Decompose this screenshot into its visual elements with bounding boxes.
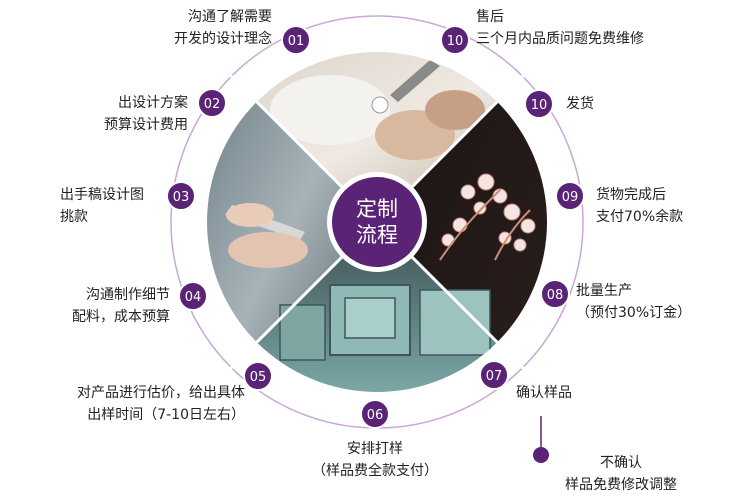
step-10-after-sales-line1: 售后	[476, 9, 504, 25]
center-title-line2: 流程	[356, 223, 398, 247]
svg-text:10: 10	[531, 98, 548, 113]
step-06-label: 安排打样 （样品费全款支付）	[290, 438, 460, 482]
step-09-label: 货物完成后 支付70%余款	[596, 184, 736, 228]
step-03-label: 出手稿设计图 挑款	[60, 184, 170, 228]
step-badge-10-ship: 10	[524, 89, 554, 119]
step-09-line2: 支付70%余款	[596, 209, 684, 225]
step-09-line1: 货物完成后	[596, 187, 666, 203]
step-04-line2: 配料，成本预算	[72, 309, 170, 325]
step-06-line2: （样品费全款支付）	[312, 463, 438, 479]
svg-text:09: 09	[562, 190, 579, 205]
svg-text:01: 01	[288, 34, 305, 49]
step-02-line2: 预算设计费用	[104, 117, 188, 133]
branch-line2: 样品免费修改调整	[565, 477, 677, 493]
step-badge-01: 01	[281, 25, 311, 55]
step-05-line1: 对产品进行估价，给出具体	[77, 385, 245, 401]
step-01-label: 沟通了解需要 开发的设计理念	[130, 6, 272, 50]
step-10-ship-line1: 发货	[566, 96, 594, 112]
step-05-label: 对产品进行估价，给出具体 出样时间（7-10日左右）	[10, 382, 245, 426]
branch-label: 不确认 样品免费修改调整	[526, 452, 716, 496]
step-08-line1: 批量生产	[576, 283, 632, 299]
step-badge-10-after-sales: 10	[440, 25, 470, 55]
step-05-line2: 出样时间（7-10日左右）	[87, 407, 245, 423]
step-badge-02: 02	[197, 88, 227, 118]
svg-text:05: 05	[250, 370, 267, 385]
svg-text:04: 04	[185, 290, 202, 305]
svg-text:08: 08	[547, 288, 564, 303]
step-badge-08: 08	[540, 279, 570, 309]
step-badge-04: 04	[178, 281, 208, 311]
step-10-after-sales-line2: 三个月内品质问题免费维修	[476, 31, 644, 47]
photo-collage	[207, 52, 547, 392]
svg-text:07: 07	[486, 369, 503, 384]
center-badge	[332, 177, 422, 267]
branch-dot	[533, 447, 549, 463]
step-02-line1: 出设计方案	[118, 95, 188, 111]
svg-text:10: 10	[447, 34, 464, 49]
svg-text:02: 02	[204, 97, 221, 112]
step-08-line2: （预付30%订金）	[576, 305, 692, 321]
step-07-line1: 确认样品	[516, 385, 572, 401]
engraving-tool-photo	[207, 52, 377, 392]
step-07-label: 确认样品	[516, 382, 626, 404]
step-03-line1: 出手稿设计图	[60, 187, 144, 203]
step-04-line1: 沟通制作细节	[86, 287, 170, 303]
step-06-line1: 安排打样	[347, 441, 403, 457]
center-title-line1: 定制	[356, 197, 398, 221]
step-10-ship-label: 发货	[566, 93, 646, 115]
step-badge-07: 07	[479, 360, 509, 390]
step-04-label: 沟通制作细节 配料，成本预算	[40, 284, 170, 328]
step-01-line2: 开发的设计理念	[174, 31, 272, 47]
step-03-line2: 挑款	[60, 209, 88, 225]
svg-text:03: 03	[173, 190, 190, 205]
step-badge-05: 05	[243, 361, 273, 391]
branch-line1: 不确认	[600, 455, 642, 471]
step-badge-09: 09	[555, 181, 585, 211]
step-badge-03: 03	[166, 181, 196, 211]
step-01-line1: 沟通了解需要	[188, 9, 272, 25]
step-02-label: 出设计方案 预算设计费用	[60, 92, 188, 136]
step-10-after-sales-label: 售后 三个月内品质问题免费维修	[476, 6, 686, 50]
step-badge-06: 06	[360, 399, 390, 429]
step-08-label: 批量生产 （预付30%订金）	[576, 280, 726, 324]
svg-text:06: 06	[367, 408, 384, 423]
